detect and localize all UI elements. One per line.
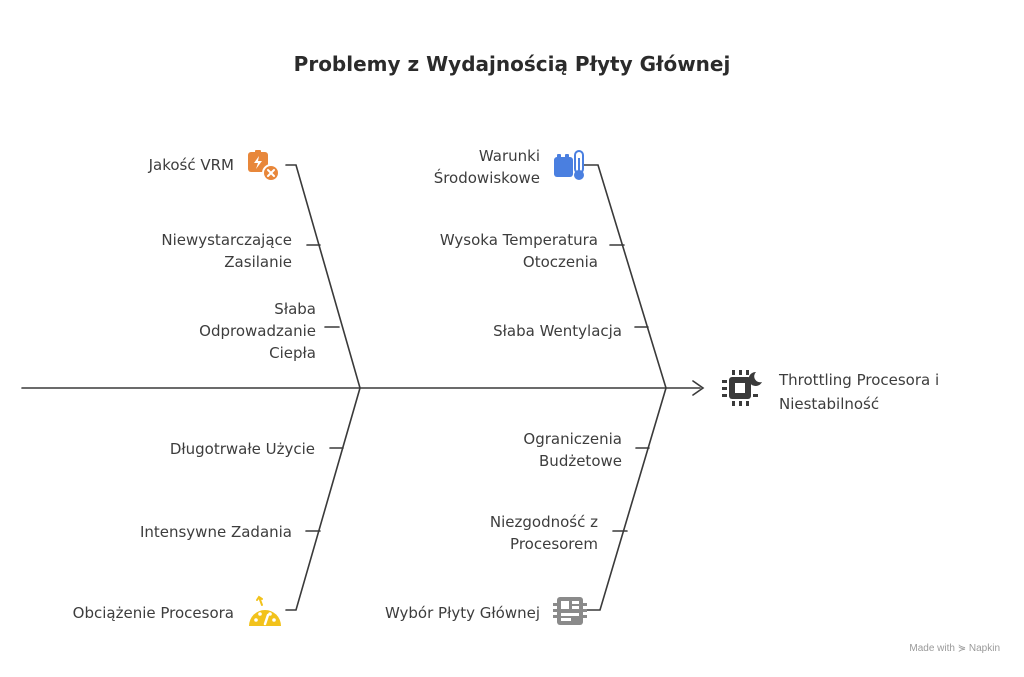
cause-slaba-wentylacja: Słaba Wentylacja (493, 322, 622, 340)
cause-ograniczenia-budzetowe: Ograniczenia Budżetowe (523, 430, 622, 470)
speedometer-icon (249, 595, 281, 626)
power-box-x-icon (248, 150, 280, 182)
motherboard-icon (553, 597, 587, 625)
bone-cpu (285, 387, 361, 611)
category-label-env: Warunki Środowiskowe (433, 147, 540, 187)
bone-board (579, 387, 667, 611)
cpu-chip-icon (722, 370, 762, 406)
cause-intensywne-zadania: Intensywne Zadania (139, 523, 292, 541)
cause-niezgodnosc-z-procesorem: Niezgodność z Procesorem (489, 513, 598, 553)
diagram-title: Problemy z Wydajnością Płyty Głównej (293, 52, 731, 76)
effect-label: Throttling Procesora i Niestabilność (779, 371, 940, 413)
bone-vrm (285, 164, 361, 389)
bone-env (579, 164, 667, 389)
cause-wysoka-temperatura: Wysoka Temperatura Otoczenia (439, 231, 598, 271)
made-with-napkin-footer: Made with ⋟ Napkin (909, 643, 1000, 654)
category-label-vrm: Jakość VRM (148, 156, 234, 174)
category-label-cpu: Obciążenie Procesora (72, 604, 234, 622)
cause-dlugotrwale-uzycie: Długotrwałe Użycie (169, 440, 315, 458)
cause-slaba-odprowadzanie-ciepla: Słaba Odprowadzanie Ciepła (199, 300, 316, 362)
cause-niewystarczajace-zasilanie: Niewystarczające Zasilanie (161, 231, 292, 271)
thermometer-icon (554, 150, 584, 180)
spine-arrowhead (692, 380, 705, 396)
category-label-board: Wybór Płyty Głównej (384, 604, 540, 622)
